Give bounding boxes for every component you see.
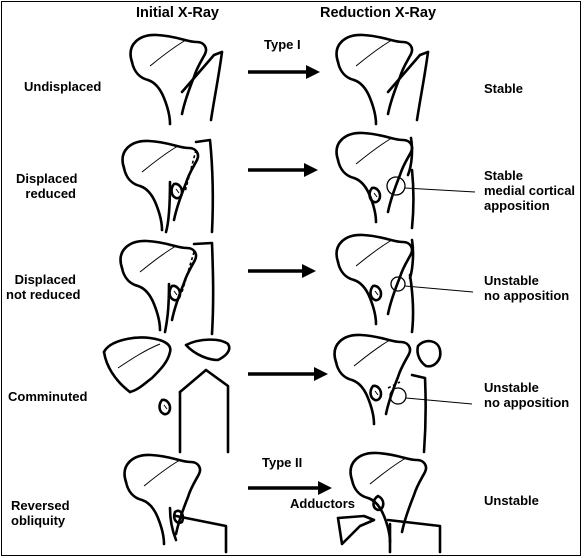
arrow-row3: [248, 264, 316, 278]
header-initial-xray: Initial X-Ray: [136, 6, 219, 21]
arrow-row4: [248, 367, 328, 381]
row4-reduction-femur: [335, 335, 472, 452]
arrow-row2: [248, 163, 318, 177]
row-label-comminuted: Comminuted: [8, 389, 87, 404]
arrow-row1: [248, 65, 320, 79]
row3-initial-femur: [121, 241, 214, 334]
outcome-row5: Unstable: [484, 493, 539, 508]
arrow-row5: [248, 481, 332, 495]
row2-reduction-femur: [337, 133, 475, 228]
row3-reduction-femur: [337, 235, 473, 332]
row-label-undisplaced: Undisplaced: [24, 79, 101, 94]
row2-initial-femur: [123, 140, 213, 232]
outcome-row1: Stable: [484, 81, 523, 96]
row5-initial-femur: [125, 455, 226, 552]
adductors-label: Adductors: [290, 496, 355, 511]
type-1-label: Type I: [264, 37, 301, 52]
row1-reduction-femur: [337, 35, 428, 124]
row1-initial-femur: [131, 35, 222, 124]
row4-initial-femur: [104, 338, 229, 452]
type-2-label: Type II: [262, 455, 302, 470]
header-reduction-xray: Reduction X-Ray: [320, 6, 436, 21]
